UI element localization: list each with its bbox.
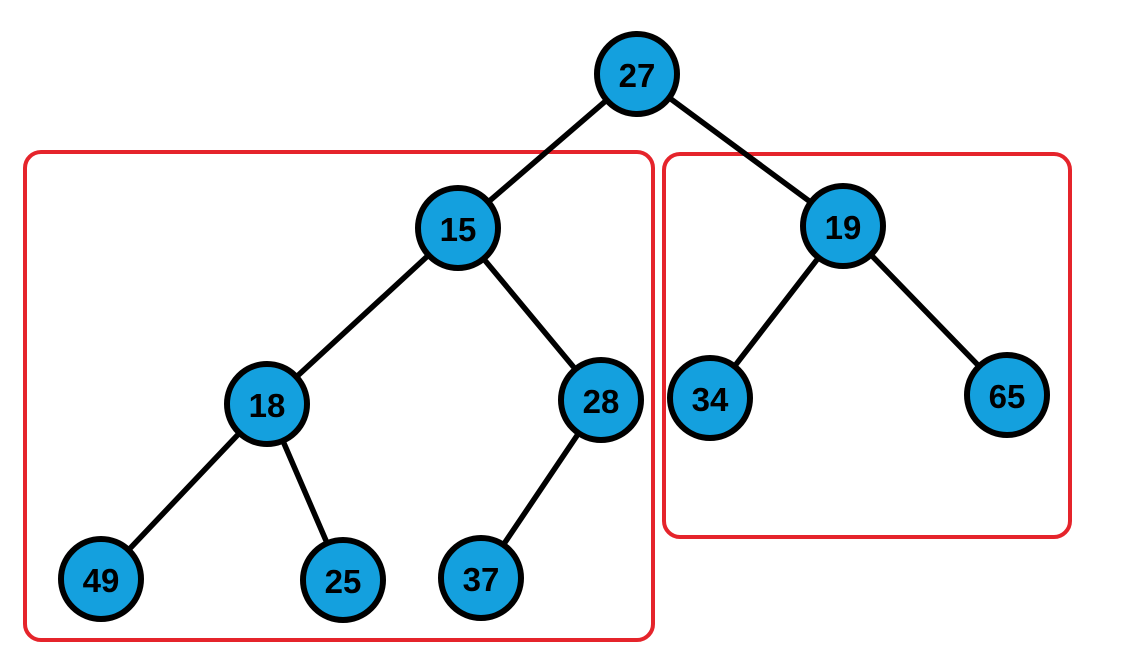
tree-node-circle	[300, 537, 386, 623]
tree-node-19: 19	[800, 183, 886, 269]
tree-node-34: 34	[667, 355, 753, 441]
tree-nodes: 27 15 19 18 28 34 65 49 25 37	[58, 31, 1050, 623]
tree-edges	[98, 71, 1010, 583]
tree-node-label: 19	[825, 209, 862, 246]
tree-node-label: 25	[325, 563, 362, 600]
tree-node-circle	[558, 357, 644, 443]
tree-node-label: 65	[989, 378, 1026, 415]
tree-node-label: 15	[440, 211, 477, 248]
tree-node-49: 49	[58, 536, 144, 622]
tree-node-label: 37	[463, 561, 500, 598]
tree-node-18: 18	[224, 361, 310, 447]
tree-node-37: 37	[438, 535, 524, 621]
tree-node-28: 28	[558, 357, 644, 443]
tree-node-25: 25	[300, 537, 386, 623]
tree-node-15: 15	[415, 185, 501, 271]
tree-node-circle	[224, 361, 310, 447]
right-subtree-group	[662, 152, 1072, 539]
tree-node-label: 28	[583, 383, 620, 420]
tree-node-circle	[964, 352, 1050, 438]
tree-node-circle	[58, 536, 144, 622]
subtree-group-boxes	[23, 150, 1072, 642]
tree-node-label: 49	[83, 562, 120, 599]
tree-node-27: 27	[594, 31, 680, 117]
tree-node-label: 34	[692, 381, 729, 418]
tree-node-circle	[415, 185, 501, 271]
tree-node-circle	[594, 31, 680, 117]
tree-node-65: 65	[964, 352, 1050, 438]
left-subtree-group	[23, 150, 655, 642]
tree-edge-15-18	[264, 225, 461, 407]
tree-node-circle	[800, 183, 886, 269]
tree-node-circle	[667, 355, 753, 441]
tree-node-label: 18	[249, 387, 286, 424]
tree-node-label: 27	[619, 57, 656, 94]
tree-node-circle	[438, 535, 524, 621]
